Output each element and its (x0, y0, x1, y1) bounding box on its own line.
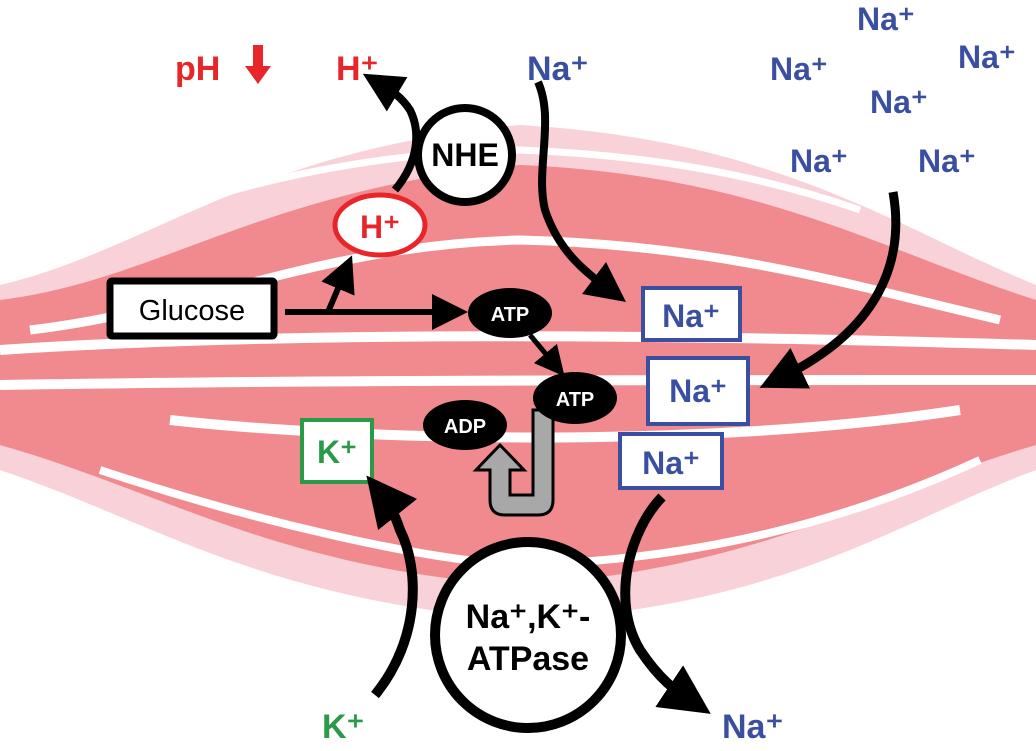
na-box-1 (641, 286, 742, 342)
na-free-3: Na⁺ (770, 51, 828, 87)
adp-label: ADP (444, 416, 486, 438)
na-free-1: Na⁺ (857, 1, 915, 37)
na-out: Na⁺ (722, 708, 783, 746)
na-box-2 (646, 356, 750, 426)
na-free-4: Na⁺ (870, 84, 928, 120)
na-k-atpase-pump (430, 537, 626, 733)
k-box (300, 418, 374, 484)
intracellular-sodium: Na⁺ Na⁺ Na⁺ (618, 286, 750, 490)
nhe-exchanger (414, 104, 516, 206)
ph-label: pH (175, 50, 220, 88)
atp-ellipse-2 (533, 372, 617, 424)
na-influx-nhe-arrow (534, 80, 627, 302)
arrow-down-icon (245, 45, 271, 84)
glucose-to-h-arrow (321, 255, 355, 314)
k-out: K⁺ (322, 708, 365, 746)
na-in-2: Na⁺ (669, 373, 727, 409)
na-free-5: Na⁺ (790, 143, 848, 179)
extracellular-sodium-cluster: Na⁺ Na⁺ Na⁺ Na⁺ Na⁺ Na⁺ (770, 1, 1016, 179)
muscle-fiber (0, 125, 1036, 620)
h-plus-intracellular: H⁺ (360, 209, 400, 245)
h-plus-extracellular: H⁺ (336, 50, 379, 88)
na-box-3 (618, 432, 724, 490)
h-plus-intracellular-bubble (332, 192, 428, 258)
na-plus-top: Na⁺ (527, 50, 588, 88)
pump-label-line2: ATPase (467, 640, 589, 678)
na-in-3: Na⁺ (642, 445, 700, 481)
pump-label-line1: Na⁺,K⁺- (466, 598, 591, 636)
glucose-label: Glucose (139, 295, 245, 327)
k-in: K⁺ (317, 434, 357, 470)
adp-ellipse (423, 400, 507, 450)
atp-label-2: ATP (556, 389, 595, 411)
atp-transfer-arrow (528, 333, 565, 377)
k-influx-arrow (366, 475, 418, 699)
atp-label-1: ATP (491, 304, 530, 326)
na-free-6: Na⁺ (918, 143, 976, 179)
na-influx-arrow (759, 191, 901, 389)
nhe-label: NHE (431, 137, 499, 173)
h-efflux-arrow (362, 73, 421, 193)
atp-hydrolysis-u-arrow (472, 408, 555, 517)
na-efflux-arrow (620, 493, 711, 714)
atp-ellipse-1 (468, 288, 552, 338)
na-in-1: Na⁺ (662, 298, 720, 334)
glucose-box (106, 277, 278, 340)
na-free-2: Na⁺ (958, 39, 1016, 75)
